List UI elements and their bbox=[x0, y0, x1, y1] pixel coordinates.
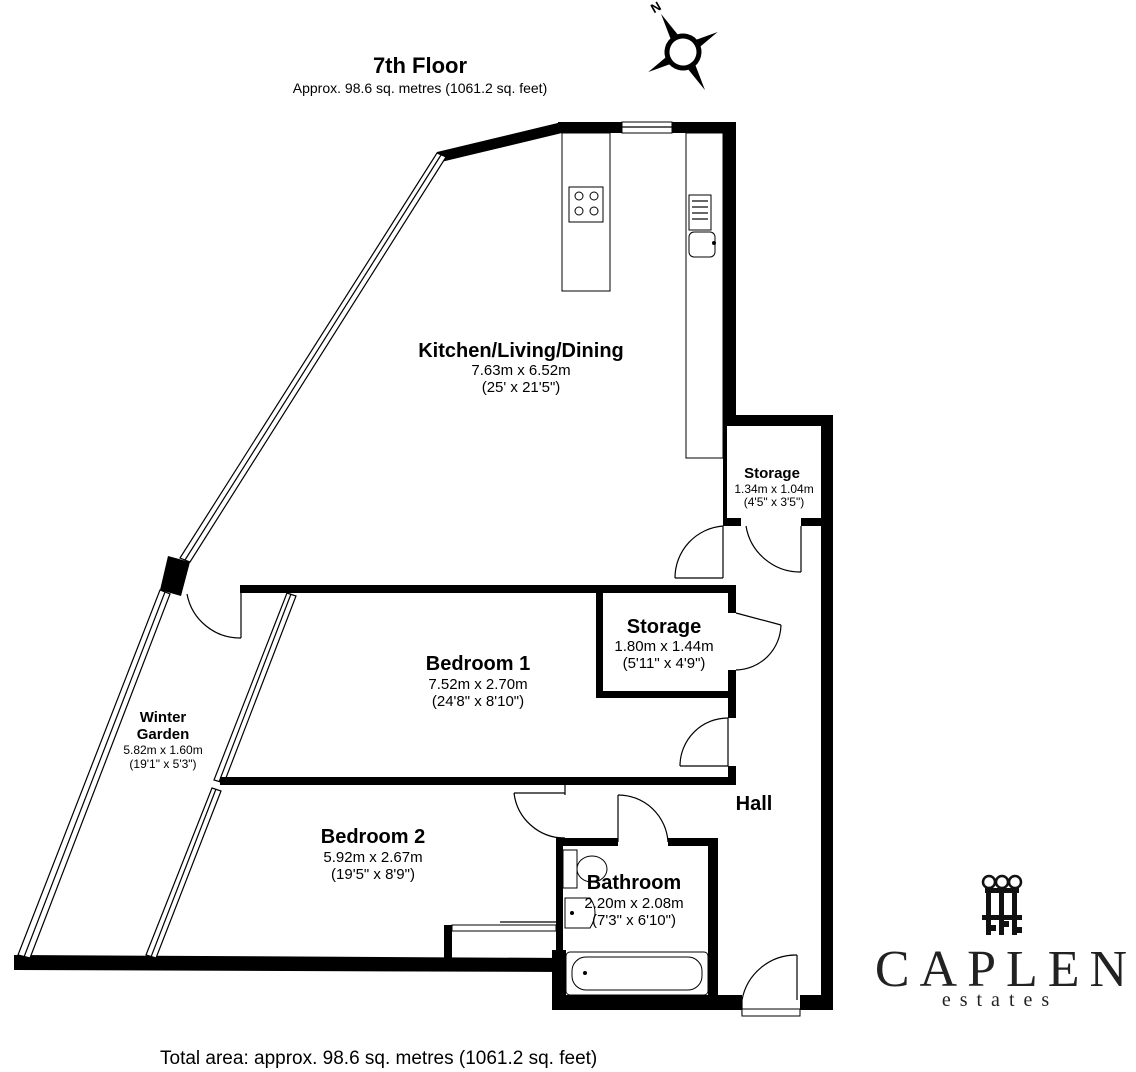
room-storage-small: Storage 1.34m x 1.04m (4'5" x 3'5") bbox=[734, 465, 813, 509]
room-kitchen-living-dining: Kitchen/Living/Dining 7.63m x 6.52m (25'… bbox=[418, 340, 624, 396]
room-dimensions-metric: 7.52m x 2.70m bbox=[428, 676, 527, 693]
room-dimensions-imperial: (24'8" x 8'10") bbox=[432, 693, 524, 710]
room-dimensions-metric: 1.80m x 1.44m bbox=[614, 638, 713, 655]
compass-north-label: N bbox=[648, 0, 664, 16]
glazing bbox=[17, 121, 673, 959]
room-name-line-2: Garden bbox=[137, 726, 190, 743]
floor-title: 7th Floor bbox=[373, 53, 468, 78]
room-name: Bedroom 1 bbox=[426, 653, 530, 675]
room-name: Bathroom bbox=[587, 872, 681, 894]
room-winter-garden: Winter Garden 5.82m x 1.60m (19'1" x 5'3… bbox=[123, 709, 202, 771]
room-dimensions-imperial: (19'1" x 5'3") bbox=[129, 757, 196, 771]
room-dimensions-imperial: (19'5" x 8'9") bbox=[331, 866, 415, 883]
bathroom-fixtures bbox=[562, 849, 709, 996]
room-name: Storage bbox=[744, 465, 800, 482]
room-name-line-1: Winter bbox=[140, 709, 187, 726]
doors bbox=[186, 525, 802, 1017]
room-storage-large: Storage 1.80m x 1.44m (5'11" x 4'9") bbox=[614, 616, 713, 672]
room-dimensions-imperial: (4'5" x 3'5") bbox=[744, 495, 804, 509]
room-dimensions-metric: 2.20m x 2.08m bbox=[584, 895, 683, 912]
room-dimensions-imperial: (7'3" x 6'10") bbox=[592, 912, 676, 929]
brand-tagline: estates bbox=[942, 989, 1058, 1011]
room-bathroom: Bathroom 2.20m x 2.08m (7'3" x 6'10") bbox=[584, 872, 683, 929]
compass-rose-icon bbox=[648, 13, 718, 91]
room-hall: Hall bbox=[736, 793, 773, 815]
room-dimensions-imperial: (5'11" x 4'9") bbox=[623, 655, 706, 672]
room-name: Bedroom 2 bbox=[321, 826, 425, 848]
room-dimensions-metric: 7.63m x 6.52m bbox=[471, 362, 570, 379]
brand-name: CAPLEN bbox=[875, 941, 1136, 998]
exterior-walls bbox=[14, 122, 833, 1010]
kitchen-island bbox=[561, 132, 611, 292]
total-area: Total area: approx. 98.6 sq. metres (106… bbox=[160, 1048, 597, 1069]
room-name: Storage bbox=[627, 616, 701, 638]
kitchen-counter bbox=[685, 132, 724, 459]
interior-walls bbox=[220, 426, 823, 960]
room-name: Kitchen/Living/Dining bbox=[418, 340, 624, 362]
keys-logo-icon bbox=[981, 874, 1023, 935]
room-bedroom-1: Bedroom 1 7.52m x 2.70m (24'8" x 8'10") bbox=[426, 653, 530, 710]
room-dimensions-metric: 5.92m x 2.67m bbox=[323, 849, 422, 866]
room-dimensions-metric: 5.82m x 1.60m bbox=[123, 743, 202, 757]
room-bedroom-2: Bedroom 2 5.92m x 2.67m (19'5" x 8'9") bbox=[321, 826, 425, 883]
room-dimensions-metric: 1.34m x 1.04m bbox=[734, 482, 813, 496]
room-dimensions-imperial: (25' x 21'5") bbox=[482, 379, 561, 396]
room-name: Hall bbox=[736, 793, 773, 815]
floor-area: Approx. 98.6 sq. metres (1061.2 sq. feet… bbox=[293, 80, 547, 96]
